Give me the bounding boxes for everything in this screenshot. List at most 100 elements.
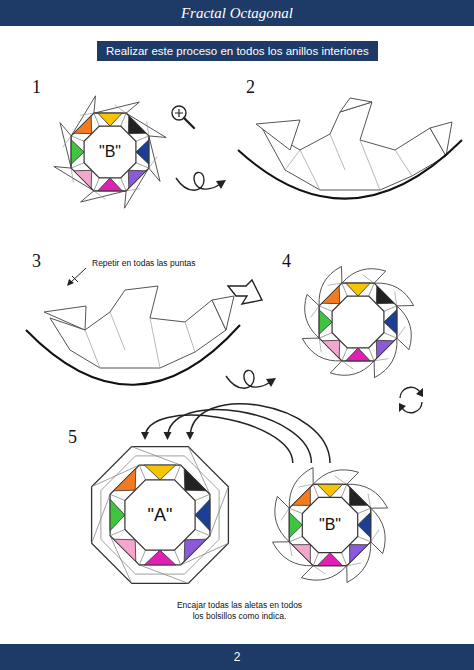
fold-line [319,306,332,311]
color-triangle [350,487,368,505]
arrow-head [164,432,172,440]
ring-letter: "B" [319,516,341,534]
arrow-head [266,378,276,387]
color-triangle [319,310,332,334]
arrow-head [67,279,74,286]
fold-line [369,283,374,296]
fold-line [136,163,149,168]
mid-octagon [289,484,370,565]
rotate-icon [400,387,420,398]
fold-line [281,508,289,520]
fold-line [175,550,181,565]
step-number: 3 [32,252,41,270]
fold-line [289,508,302,513]
paper-flap [342,269,386,284]
hollow-arrow [228,280,262,304]
fold-line [175,465,181,480]
fold-line [63,136,71,148]
color-triangle [292,487,310,505]
fold-line [121,113,126,126]
color-triangle [184,539,206,561]
fold-line [313,566,325,574]
paper-flap [212,296,234,330]
ring-letter: "A" [148,505,173,526]
paper-flap [44,306,86,330]
fold-line [342,283,347,296]
fold-line [115,105,127,114]
fold-line [311,306,320,318]
color-triangle [114,469,136,491]
arrow-head [186,432,194,440]
ring-arc [238,140,462,199]
inner-octagon [84,126,136,178]
fold-line [94,178,99,191]
color-triangle [346,283,370,296]
inner-octagon [302,497,357,552]
rotate-icon [402,402,422,413]
fold-line [210,487,229,536]
color-triangle [289,512,302,538]
fold-line [139,565,188,584]
fold-line [342,361,354,370]
fold-line [363,275,375,284]
paper-flap [397,306,412,350]
color-triangle [136,140,149,164]
fold-line [342,553,347,566]
fold-line [313,484,318,497]
page-number: 2 [0,650,474,665]
fold-line [195,494,210,500]
paper-flap [330,361,374,376]
color-triangle [144,550,175,565]
page-title: Fractal Octagonal [0,0,474,26]
color-triangle [195,499,210,530]
arrow-head [216,180,226,189]
color-triangle [350,545,368,563]
fold-line [319,333,332,338]
color-triangle [317,484,343,497]
step-number: 1 [32,78,41,96]
step-number: 4 [282,252,291,270]
fold-line [335,476,347,484]
fold-line [285,134,412,190]
paper-flap [430,122,452,156]
fold-line [313,553,318,566]
fold-line [397,327,406,339]
paper-flap [347,542,371,583]
fold-line [71,136,84,141]
fold-line [195,530,210,536]
instruction-text: Realizar este proceso en todos los anill… [106,45,369,57]
color-triangle [376,286,394,304]
fold-line [71,163,84,168]
folded-paper [50,286,226,368]
fold-line [139,550,145,565]
octagon-ring: "A" [85,440,235,590]
fold-line [110,530,125,536]
fold-line [136,136,149,141]
magnifier-plus [175,109,183,117]
mid-octagon [319,283,397,361]
color-triangle [184,469,206,491]
fold-line [110,494,125,500]
color-triangle [376,340,394,358]
paper-flap [302,338,342,361]
paper-flap [275,496,289,541]
paper-flap [319,266,342,306]
color-triangle [98,178,122,191]
paper-flap [256,120,300,150]
turn-over-arrow [176,172,220,190]
magnifier-handle [184,118,194,128]
color-triangle [292,545,310,563]
paper-flap [374,283,414,306]
instruction-box: Realizar este proceso en todos los anill… [97,41,378,61]
ring-arc [26,325,240,385]
fold-line [94,191,106,200]
fold-line [139,465,145,480]
color-triangle [74,116,92,134]
color-triangle [322,340,340,358]
step-number: 2 [246,78,255,96]
paper-flap [347,484,388,508]
paper-flap [301,566,346,580]
octagon-ring: "B" [50,92,170,212]
